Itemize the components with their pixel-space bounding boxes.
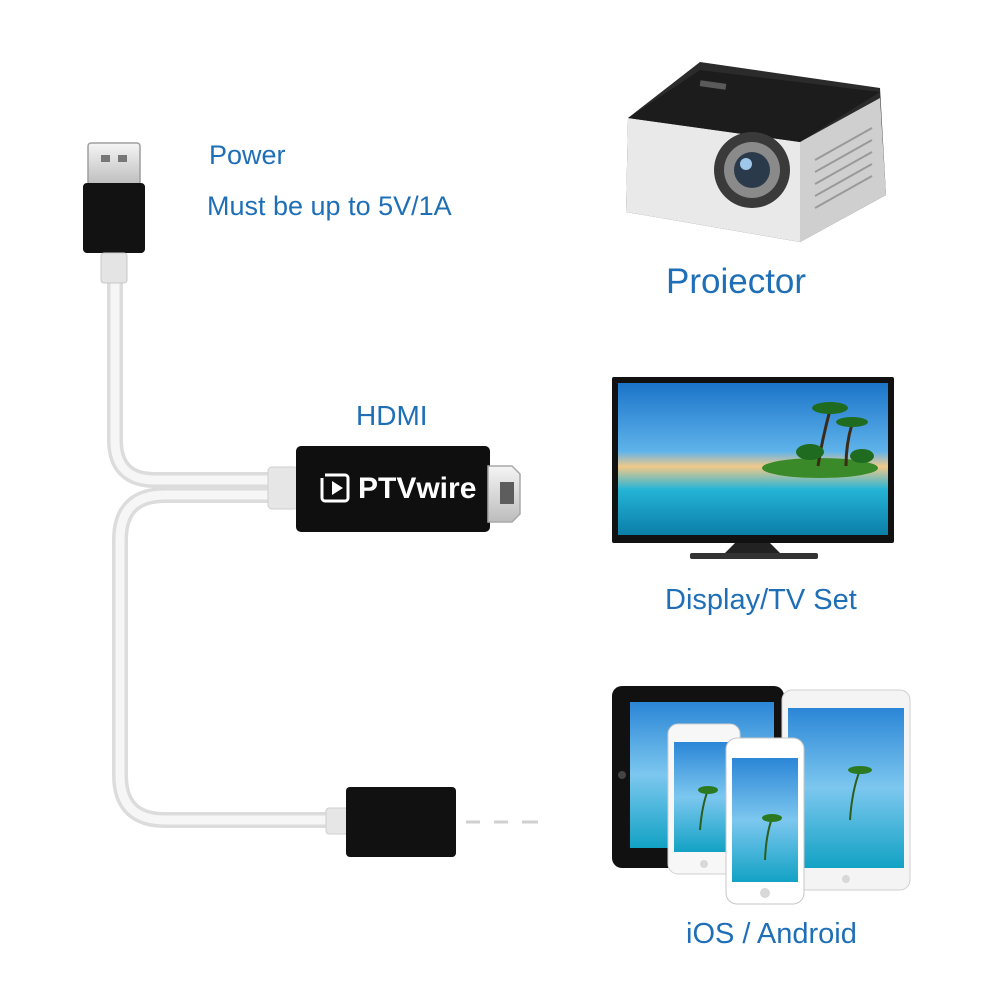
projector-label: Proiector [666, 262, 807, 301]
hdmi-connector [267, 446, 521, 532]
mobile-connector [325, 787, 538, 857]
usb-plug [83, 142, 145, 284]
play-box-icon [315, 468, 350, 503]
hdmi-label: HDMI [356, 400, 428, 431]
white-cable [107, 262, 338, 828]
power-requirement-label: Must be up to 5V/1A [207, 191, 452, 221]
brand-name: PTVwire [358, 472, 477, 505]
mobile-label: iOS / Android [686, 918, 857, 950]
tv-icon [612, 377, 894, 559]
tablets-and-phones-icon [612, 686, 911, 905]
projector-icon [626, 62, 886, 242]
power-label: Power [209, 140, 286, 170]
display-label: Display/TV Set [665, 584, 857, 616]
